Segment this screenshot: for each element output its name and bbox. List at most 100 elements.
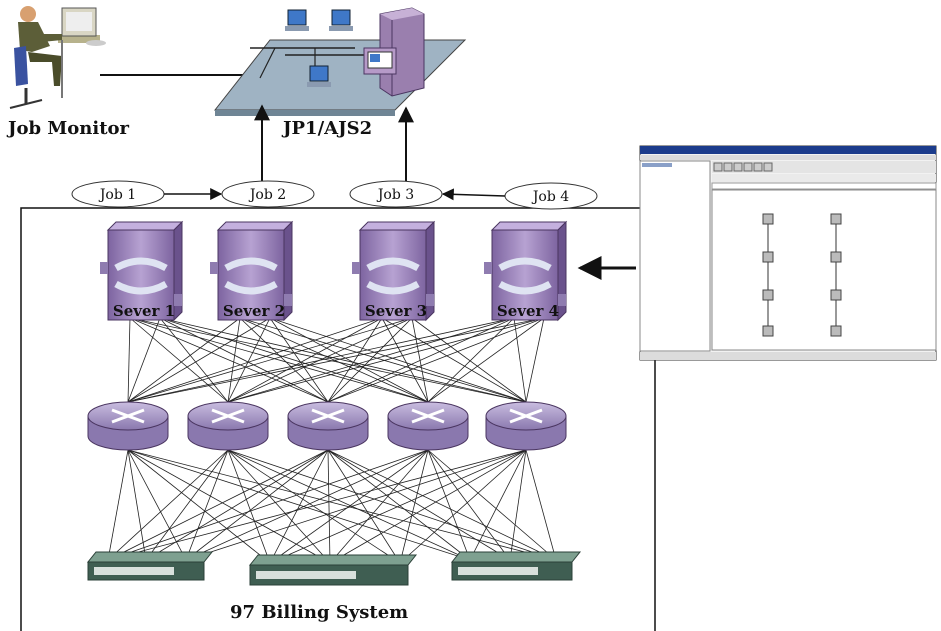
- server-router-link: [127, 317, 545, 403]
- job-monitor-label: Job Monitor: [6, 118, 130, 139]
- server-router-link: [129, 317, 329, 403]
- switch-icon: [86, 551, 214, 581]
- server-router-link: [127, 317, 161, 403]
- server-2: Sever 2: [210, 220, 294, 322]
- server-icon: [100, 220, 184, 322]
- router-switch-link: [329, 449, 527, 564]
- server-router-link: [129, 317, 229, 403]
- server-router-link: [269, 317, 527, 403]
- router-switch-link: [145, 449, 229, 561]
- billing-system-frame: [20, 207, 640, 631]
- server-icon: [210, 220, 294, 322]
- switch-icon: [450, 551, 582, 581]
- server-router-link: [269, 317, 329, 403]
- router-icon: [187, 401, 269, 451]
- server-router-link: [427, 317, 515, 403]
- server-router-link: [525, 317, 545, 403]
- router-switch-link: [427, 449, 511, 561]
- server-router-link: [227, 317, 383, 403]
- job-4: Job 4: [504, 182, 598, 210]
- router-switch-link: [185, 449, 329, 561]
- server-router-link: [159, 317, 229, 403]
- server-router-link: [129, 317, 429, 403]
- server-router-link: [327, 317, 383, 403]
- router-icon: [485, 401, 567, 451]
- router-switch-link: [269, 449, 329, 564]
- server-router-link: [269, 317, 429, 403]
- workstation-icon: [329, 9, 353, 31]
- job-1: Job 1: [71, 180, 165, 208]
- router-icon: [387, 401, 469, 451]
- router-switch-link: [399, 449, 527, 564]
- router-switch-link: [227, 449, 271, 564]
- switch-icon: [248, 554, 418, 586]
- router-switch-link: [227, 449, 557, 561]
- server-router-link: [127, 317, 271, 403]
- server-router-link: [327, 317, 545, 403]
- router-switch-link: [107, 449, 329, 561]
- router-switch-link: [327, 449, 331, 564]
- server-router-link: [327, 317, 515, 403]
- server-router-link: [127, 317, 515, 403]
- server-row: Sever 1 Sever 2: [100, 220, 568, 322]
- job4-to-job3-arrow: [441, 188, 506, 201]
- scheduler-platform: [213, 39, 467, 116]
- server-label: Sever 1: [113, 302, 175, 320]
- network-links: [107, 317, 557, 564]
- server-router-link: [227, 317, 271, 403]
- server-router-link: [127, 317, 131, 403]
- router-switch-link: [227, 449, 401, 564]
- server-router-link: [513, 317, 527, 403]
- router-switch-link: [525, 449, 557, 561]
- router-switch-link: [107, 449, 129, 561]
- server-label: Sever 4: [497, 302, 559, 320]
- router-switch-link: [509, 449, 527, 561]
- router-icon: [87, 401, 169, 451]
- router-switch-link: [427, 449, 471, 561]
- server-router-link: [381, 317, 527, 403]
- server-router-link: [127, 317, 383, 403]
- svg-text:Job 4: Job 4: [531, 189, 569, 205]
- server-router-link: [427, 317, 545, 403]
- server-router-link: [239, 317, 329, 403]
- server-router-link: [159, 317, 329, 403]
- server-router-link: [127, 317, 413, 403]
- job-3: Job 3: [349, 180, 443, 208]
- router-switch-link: [329, 449, 429, 564]
- scheduler-label: JP1/AJS2: [281, 118, 372, 139]
- svg-text:Job 2: Job 2: [248, 187, 286, 203]
- router-switch-link: [269, 449, 527, 564]
- server-router-link: [239, 317, 527, 403]
- server-router-link: [129, 317, 527, 403]
- router-switch-link: [399, 449, 429, 564]
- router-switch-link: [227, 449, 471, 561]
- workstation-icon: [307, 65, 331, 87]
- server-router-link: [227, 317, 515, 403]
- server-1: Sever 1: [100, 220, 184, 322]
- server-router-link: [159, 317, 429, 403]
- router-switch-link: [127, 449, 271, 564]
- svg-text:Job 3: Job 3: [376, 187, 414, 203]
- router-switch-link: [107, 449, 527, 561]
- server-label: Sever 3: [365, 302, 427, 320]
- router-icon: [287, 401, 369, 451]
- diagram-title: 97 Billing System: [230, 602, 408, 623]
- server-3: Sever 3: [352, 220, 436, 322]
- job-2: Job 2: [221, 180, 315, 208]
- server-router-link: [127, 317, 241, 403]
- server-icon: [352, 220, 436, 322]
- server-router-link: [411, 317, 429, 403]
- svg-text:Job 1: Job 1: [98, 187, 136, 203]
- router-switch-link: [127, 449, 557, 561]
- router-switch-link: [327, 449, 471, 561]
- router-switch-link: [327, 449, 557, 561]
- application-window-icon: [639, 145, 937, 361]
- server-router-link: [381, 317, 429, 403]
- server-label: Sever 2: [223, 302, 285, 320]
- tower-server-icon: [363, 7, 425, 97]
- server-icon: [484, 220, 568, 322]
- person-at-computer-icon: [9, 6, 106, 109]
- router-switch-link: [185, 449, 429, 561]
- router-switch-link: [327, 449, 401, 564]
